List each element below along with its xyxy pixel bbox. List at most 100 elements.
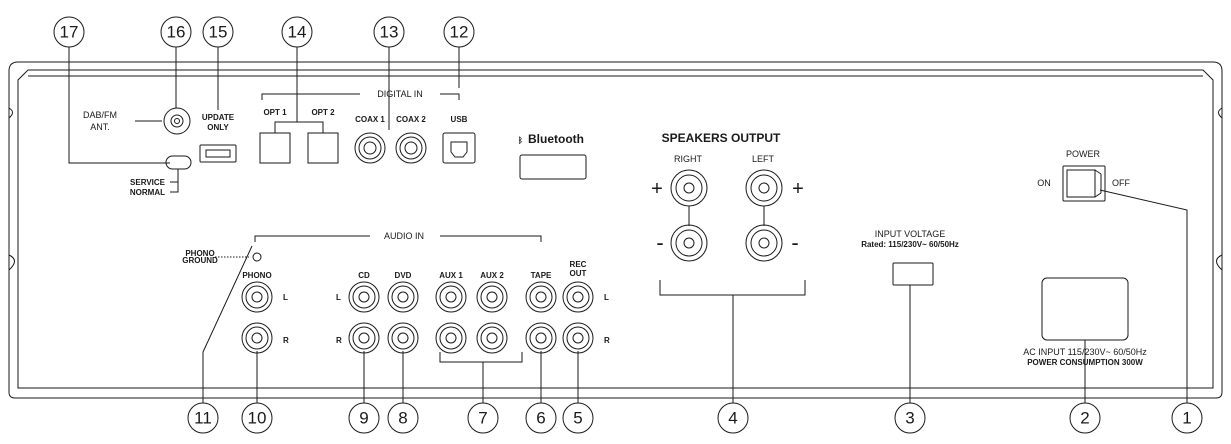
right-minus-sign: -: [656, 230, 663, 255]
cd-label: CD: [358, 271, 370, 280]
phono-label: PHONO: [242, 271, 271, 280]
svg-text:5: 5: [573, 409, 582, 428]
speaker-terminal-left-minus[interactable]: [745, 224, 783, 262]
usb-b-port[interactable]: [442, 132, 476, 164]
phono-l-jack[interactable]: [241, 281, 273, 313]
phono-ground-label-1: PHONO: [185, 249, 214, 258]
leader-lines: [68, 47, 1188, 403]
coax2-port[interactable]: [395, 132, 427, 164]
tape-label: TAPE: [531, 271, 552, 280]
coax1-port[interactable]: [354, 132, 386, 164]
cd-l-label: L: [336, 293, 341, 302]
aux2-label: AUX 2: [480, 271, 504, 280]
phono-ground-terminal[interactable]: [252, 252, 262, 262]
callout-11: 11: [187, 402, 219, 434]
tape-l-jack[interactable]: [525, 281, 557, 313]
only-label: ONLY: [207, 123, 229, 132]
ac-input-socket[interactable]: AC INPUT 115/230V~ 60/50Hz POWER CONSUMP…: [1023, 277, 1147, 367]
callout-3: 3: [894, 402, 926, 434]
input-voltage-selector[interactable]: INPUT VOLTAGE Rated: 115/230V~ 60/50Hz: [861, 229, 959, 286]
callout-6: 6: [525, 402, 557, 434]
input-voltage-label: INPUT VOLTAGE: [875, 229, 946, 239]
rec-r-label: R: [604, 336, 610, 345]
svg-text:6: 6: [536, 409, 545, 428]
update-label: UPDATE: [202, 113, 235, 122]
normal-label: NORMAL: [130, 188, 165, 197]
svg-text:4: 4: [728, 409, 737, 428]
callout-9: 9: [348, 402, 380, 434]
callout-1: 1: [1171, 402, 1203, 434]
callout-8: 8: [387, 402, 419, 434]
out-label: OUT: [570, 269, 587, 278]
svg-text:17: 17: [60, 23, 79, 42]
opt2-label: OPT 2: [311, 108, 335, 117]
left-plus-sign: +: [792, 178, 804, 200]
callout-7: 7: [467, 402, 499, 434]
dvd-l-jack[interactable]: [387, 281, 419, 313]
left-label: LEFT: [752, 154, 775, 164]
rec-out-r-jack[interactable]: [562, 322, 594, 354]
svg-text:14: 14: [288, 23, 307, 42]
rated-label: Rated: 115/230V~ 60/50Hz: [861, 240, 959, 249]
bluetooth-module: ᛒ Bluetooth: [518, 132, 587, 180]
digital-in-label: DIGITAL IN: [377, 89, 423, 99]
service-normal-switch[interactable]: SERVICE NORMAL: [130, 155, 192, 197]
dvd-r-jack[interactable]: [387, 322, 419, 354]
rec-out-l-jack[interactable]: [562, 281, 594, 313]
aux1-l-jack[interactable]: [435, 281, 467, 313]
svg-text:15: 15: [209, 23, 228, 42]
usb-label: USB: [451, 115, 468, 124]
tape-r-jack[interactable]: [525, 322, 557, 354]
speakers-output: SPEAKERS OUTPUT RIGHT LEFT + - + -: [651, 131, 804, 255]
rca-labels: PHONO L R CD DVD L R AUX 1 AUX 2 TAPE RE…: [242, 260, 610, 345]
ant-label: ANT.: [90, 122, 110, 132]
svg-text:1: 1: [1182, 409, 1191, 428]
coax1-label: COAX 1: [355, 115, 385, 124]
rec-label: REC: [570, 260, 587, 269]
callout-17: 17: [53, 16, 85, 48]
dvd-label: DVD: [395, 271, 412, 280]
cd-r-jack[interactable]: [348, 322, 380, 354]
phono-r-jack[interactable]: [241, 322, 273, 354]
callout-15: 15: [202, 16, 234, 48]
svg-text:8: 8: [398, 409, 407, 428]
cd-l-jack[interactable]: [348, 281, 380, 313]
aux2-r-jack[interactable]: [476, 322, 508, 354]
aux2-l-jack[interactable]: [476, 281, 508, 313]
audio-in-group: AUDIO IN PHONO GROUND: [182, 231, 542, 265]
off-label: OFF: [1112, 178, 1130, 188]
update-usb-port[interactable]: UPDATE ONLY: [199, 113, 237, 163]
svg-text:12: 12: [450, 23, 469, 42]
aux1-label: AUX 1: [439, 271, 463, 280]
speaker-terminal-right-minus[interactable]: [670, 224, 708, 262]
bluetooth-icon: ᛒ: [518, 136, 523, 145]
speakers-output-title: SPEAKERS OUTPUT: [662, 131, 781, 145]
bluetooth-label: Bluetooth: [528, 132, 584, 146]
opt2-port[interactable]: [307, 132, 339, 164]
svg-text:11: 11: [194, 409, 212, 428]
svg-text:2: 2: [1080, 409, 1089, 428]
on-label: ON: [1037, 178, 1051, 188]
right-label: RIGHT: [674, 154, 703, 164]
svg-text:3: 3: [905, 409, 914, 428]
right-plus-sign: +: [651, 178, 663, 200]
phono-l-label: L: [283, 293, 288, 302]
opt1-port[interactable]: [259, 132, 291, 164]
phono-ground-label-2: GROUND: [182, 256, 218, 265]
power-switch[interactable]: POWER ON OFF: [1037, 149, 1130, 202]
power-label: POWER: [1066, 149, 1101, 159]
callout-14: 14: [281, 16, 313, 48]
callout-4: 4: [717, 402, 749, 434]
callout-13: 13: [373, 16, 405, 48]
aux1-r-jack[interactable]: [435, 322, 467, 354]
rec-l-label: L: [604, 293, 609, 302]
speaker-terminal-left-plus[interactable]: [745, 169, 783, 207]
speaker-terminal-right-plus[interactable]: [670, 169, 708, 207]
power-consumption-label: POWER CONSUMPTION 300W: [1027, 358, 1143, 367]
digital-in-group: DIGITAL IN OPT 1 OPT 2 COAX 1 COAX 2 USB: [261, 89, 468, 133]
opt1-label: OPT 1: [263, 108, 287, 117]
svg-text:7: 7: [478, 409, 487, 428]
chassis: [8, 61, 1223, 399]
